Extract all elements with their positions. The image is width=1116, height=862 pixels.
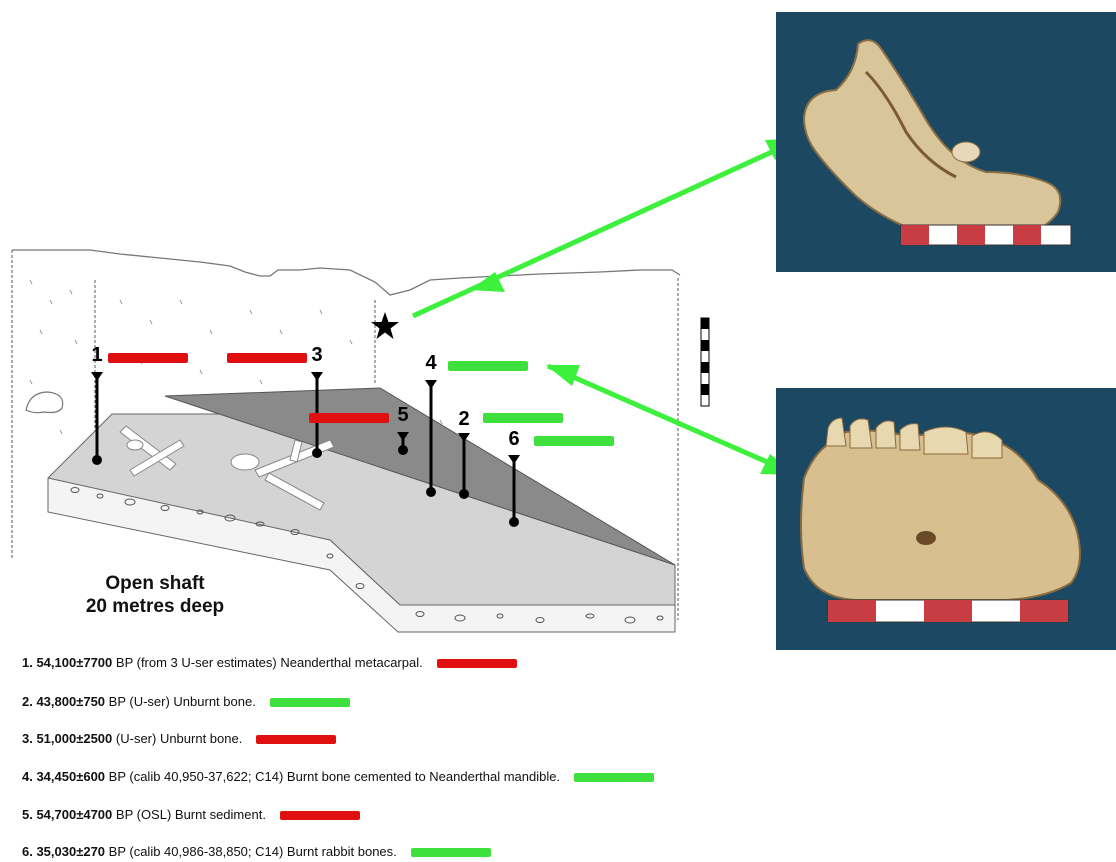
date-bar-1 — [108, 353, 188, 363]
caption-line-1: Open shaft — [55, 572, 255, 595]
legend-color-bar — [437, 659, 517, 668]
legend-text: BP (from 3 U-ser estimates) Neanderthal … — [112, 655, 422, 670]
arrows — [413, 138, 805, 475]
legend-color-bar — [256, 735, 336, 744]
sample-number-6: 6 — [508, 428, 519, 450]
legend-date: 5. 54,700±4700 — [22, 807, 112, 822]
legend-item-4: 4. 34,450±600 BP (calib 40,950-37,622; C… — [22, 767, 1022, 787]
sample-number-4: 4 — [425, 352, 437, 374]
legend-date: 2. 43,800±750 — [22, 694, 105, 709]
legend-date: 6. 35,030±270 — [22, 844, 105, 859]
legend-text: BP (U-ser) Unburnt bone. — [105, 694, 256, 709]
neanderthal-mandible-photo-bottom — [776, 388, 1116, 650]
date-bar-4 — [448, 361, 528, 371]
legend-text: BP (calib 40,986-38,850; C14) Burnt rabb… — [105, 844, 397, 859]
sample-number-3: 3 — [311, 344, 322, 366]
legend-color-bar — [270, 698, 350, 707]
cave-outline — [12, 250, 680, 295]
legend-date: 4. 34,450±600 — [22, 769, 105, 784]
scale-bar — [701, 318, 709, 406]
legend-item-5: 5. 54,700±4700 BP (OSL) Burnt sediment. — [22, 805, 1022, 825]
legend-date: 3. 51,000±2500 — [22, 731, 112, 746]
neanderthal-mandible-photo-top — [776, 12, 1116, 272]
legend-color-bar — [574, 773, 654, 782]
shaft-caption: Open shaft 20 metres deep — [55, 572, 255, 618]
sample-number-1: 1 — [91, 344, 102, 366]
legend-item-6: 6. 35,030±270 BP (calib 40,986-38,850; C… — [22, 842, 1022, 862]
rock-outline — [26, 392, 63, 413]
sample-number-2: 2 — [458, 408, 469, 430]
date-bar-5 — [309, 413, 389, 423]
legend-date: 1. 54,100±7700 — [22, 655, 112, 670]
date-bar-6 — [534, 436, 614, 446]
legend-color-bar — [411, 848, 491, 857]
legend-text: (U-ser) Unburnt bone. — [112, 731, 242, 746]
legend-item-2: 2. 43,800±750 BP (U-ser) Unburnt bone. — [22, 692, 1022, 712]
caption-line-2: 20 metres deep — [55, 595, 255, 618]
sample-number-5: 5 — [397, 404, 408, 426]
legend-text: BP (calib 40,950-37,622; C14) Burnt bone… — [105, 769, 560, 784]
legend-item-1: 1. 54,100±7700 BP (from 3 U-ser estimate… — [22, 653, 1022, 673]
date-bar-2 — [483, 413, 563, 423]
legend-text: BP (OSL) Burnt sediment. — [112, 807, 266, 822]
legend-color-bar — [280, 811, 360, 820]
legend-item-3: 3. 51,000±2500 (U-ser) Unburnt bone. — [22, 729, 1022, 749]
date-bar-3 — [227, 353, 307, 363]
